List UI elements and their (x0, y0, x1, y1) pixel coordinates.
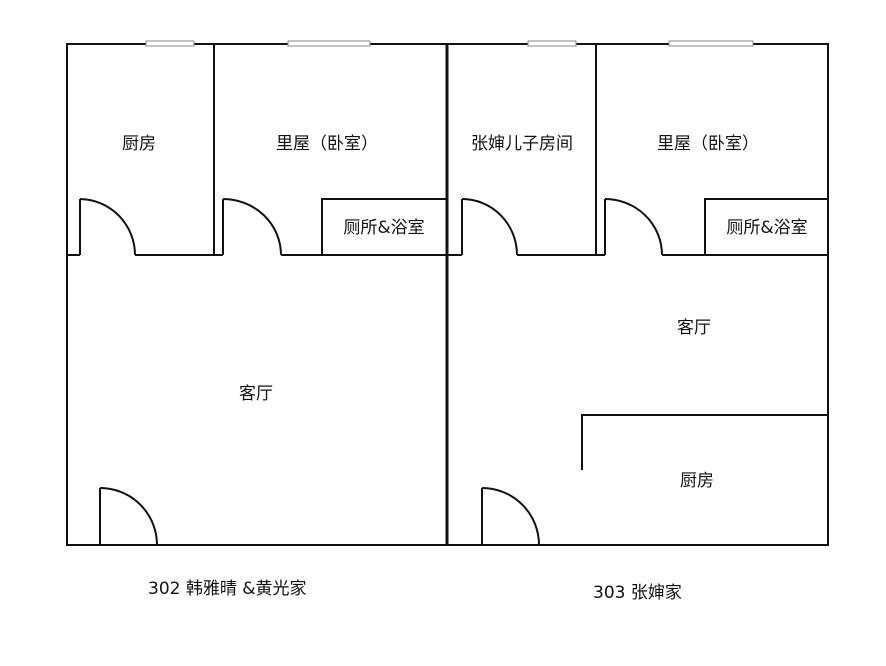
caption-unit-302: 302 韩雅晴 &黄光家 (148, 579, 307, 599)
window-302-kitchen (145, 40, 195, 47)
room-label-303-sonroom: 张婶儿子房间 (471, 134, 573, 154)
room-label-303-living: 客厅 (677, 318, 711, 338)
window-302-bedroom (287, 40, 371, 47)
door-swing-303-entrance (481, 487, 540, 546)
window-303-bedroom (668, 40, 754, 47)
room-label-302-bedroom: 里屋（卧室） (276, 134, 378, 154)
door-swing-302-entrance (99, 487, 158, 546)
door-swing-303-bedroom (604, 198, 663, 256)
door-swing-302-kitchen (79, 198, 136, 256)
door-swing-302-bedroom (222, 198, 282, 256)
wall-302-bathroom (321, 198, 447, 255)
room-label-302-bathroom: 厕所&浴室 (343, 218, 424, 238)
wall-303-kitchen (581, 414, 828, 470)
room-label-302-kitchen: 厨房 (122, 134, 156, 154)
room-label-303-bedroom: 里屋（卧室） (657, 134, 759, 154)
caption-unit-303: 303 张婶家 (593, 583, 682, 603)
room-label-303-bathroom: 厕所&浴室 (726, 218, 807, 238)
wall-303-bathroom (704, 198, 828, 255)
window-303-sonroom (527, 40, 577, 47)
room-label-303-kitchen: 厨房 (680, 471, 714, 491)
room-label-302-living: 客厅 (239, 384, 273, 404)
door-swing-303-sonroom (461, 198, 518, 256)
